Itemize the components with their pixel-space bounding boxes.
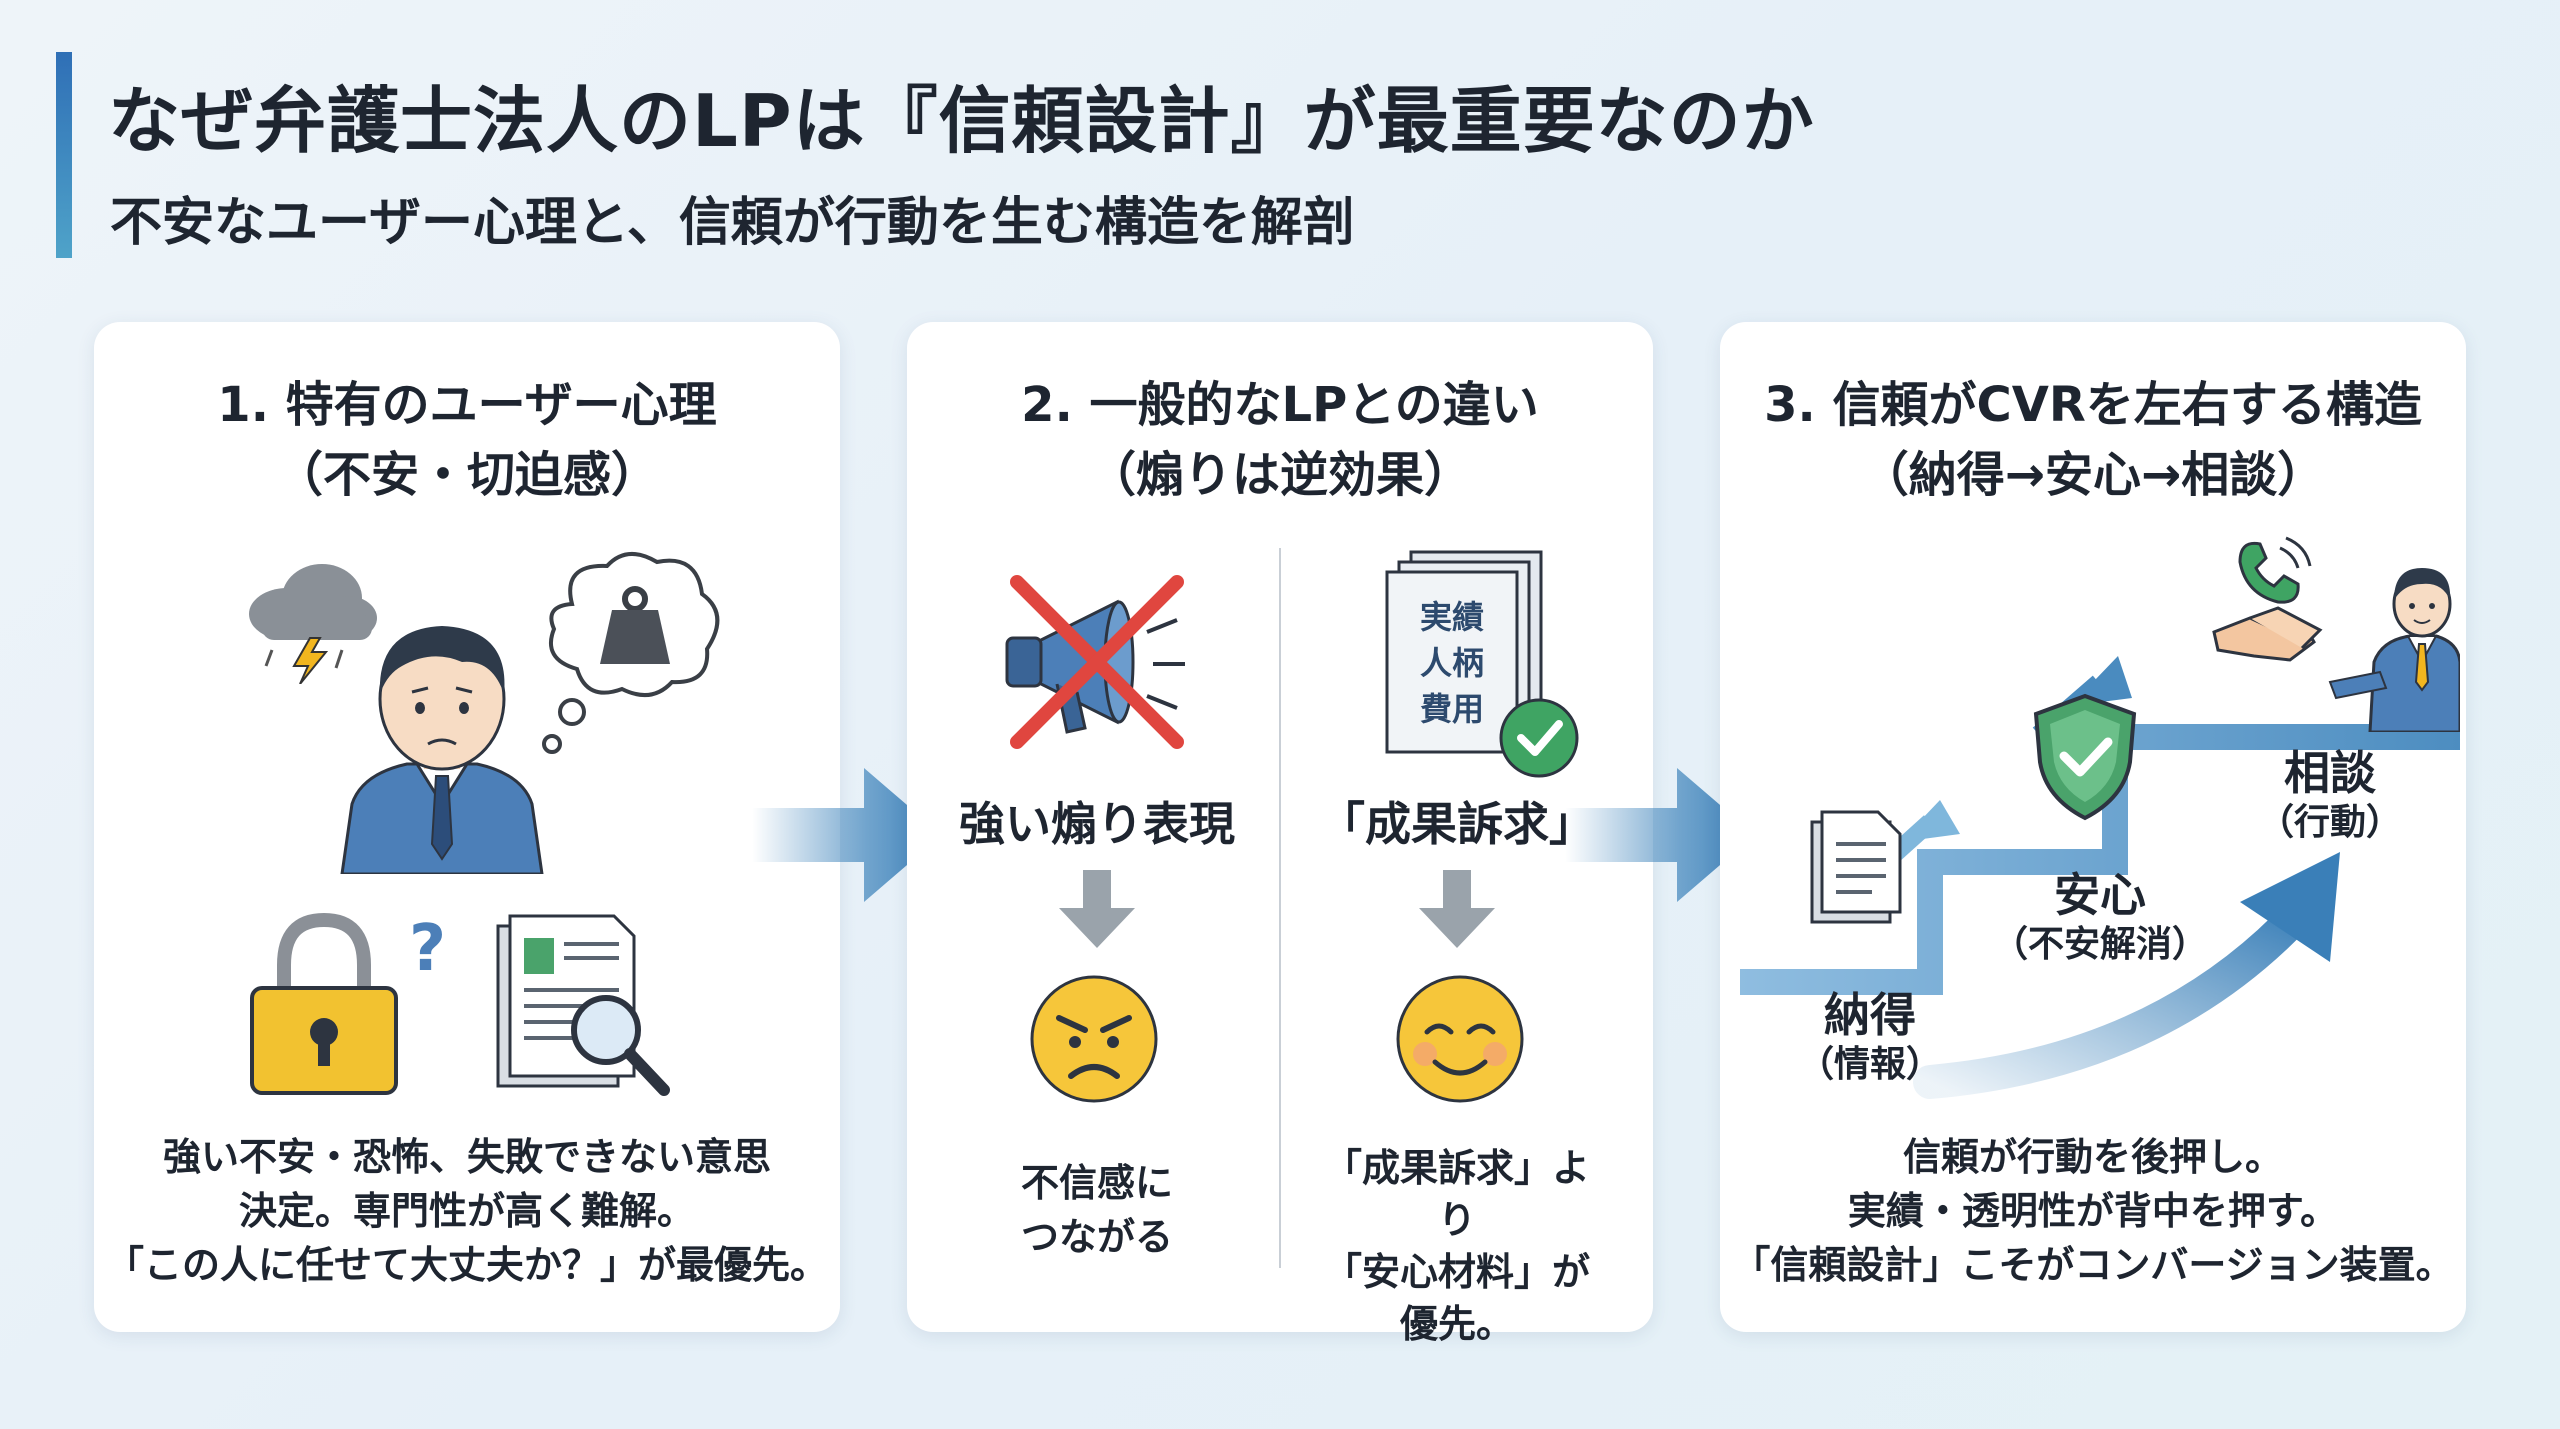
down-arrow-right-icon <box>1419 870 1495 948</box>
panel1-heading: 1. 特有のユーザー心理 （不安・切迫感） <box>217 377 717 503</box>
title-accent-bar <box>56 52 72 258</box>
angry-face-icon <box>1030 975 1158 1103</box>
panel2-divider <box>1279 548 1281 1268</box>
reassurance-result: 「成果訴求」より 「安心材料」が 優先。 <box>1323 1146 1590 1346</box>
trust-staircase-diagram <box>1740 656 2460 1099</box>
results-appeal-label: 「成果訴求」 <box>1319 797 1595 851</box>
panel-user-psychology: 1. 特有のユーザー心理 （不安・切迫感） <box>94 322 840 1332</box>
panel3-description: 信頼が行動を後押し。 実績・透明性が背中を押す。 「信頼設計」こそがコンバージョ… <box>1732 1135 2454 1287</box>
step-reassurance: 安心 （不安解消） <box>1991 868 2208 965</box>
aggressive-expression-label: 強い煽り表現 <box>959 797 1235 851</box>
doc-line-record: 実績 <box>1420 598 1484 636</box>
page-title: なぜ弁護士法人のLPは『信頼設計』が最重要なのか <box>108 79 1815 163</box>
panel2-heading: 2. 一般的なLPとの違い （煽りは逆効果） <box>1021 377 1539 503</box>
handshake-lawyer-icon <box>2212 536 2460 732</box>
padlock-question-icon: ? <box>250 912 444 1095</box>
doc-line-fee: 費用 <box>1420 690 1484 728</box>
doc-line-character: 人柄 <box>1420 644 1484 682</box>
page-subtitle: 不安なユーザー心理と、信頼が行動を生む構造を解剖 <box>110 193 1355 253</box>
flow-arrow-2-icon <box>1565 768 1755 902</box>
flow-arrow-1-icon <box>752 768 942 902</box>
document-magnifier-icon <box>496 914 670 1096</box>
storm-cloud-icon <box>249 564 377 684</box>
panel3-heading: 3. 信頼がCVRを左右する構造 （納得→安心→相談） <box>1764 377 2422 503</box>
step-understanding: 納得 （情報） <box>1797 988 1942 1085</box>
shield-check-icon <box>2033 693 2137 821</box>
credentials-document-check-icon: 実績 人柄 費用 <box>1385 550 1579 778</box>
worry-weight-thought-icon <box>542 552 720 754</box>
information-document-icon <box>1810 810 1902 924</box>
panel-lp-difference: 2. 一般的なLPとの違い （煽りは逆効果） 強い煽り表現 不信感に つながる <box>907 322 1653 1346</box>
panel-trust-structure: 3. 信頼がCVRを左右する構造 （納得→安心→相談） <box>1720 322 2466 1332</box>
distrust-result: 不信感に つながる <box>1020 1161 1173 1259</box>
svg-text:?: ? <box>409 912 444 986</box>
crossed-megaphone-icon <box>1005 575 1185 749</box>
step-consultation: 相談 （行動） <box>2257 746 2402 843</box>
panel1-description: 強い不安・恐怖、失敗できない意思 決定。専門性が高く難解。 「この人に任せて大丈… <box>105 1135 828 1287</box>
down-arrow-left-icon <box>1059 870 1135 948</box>
worried-man-icon <box>340 626 544 874</box>
relieved-face-icon <box>1396 975 1524 1103</box>
